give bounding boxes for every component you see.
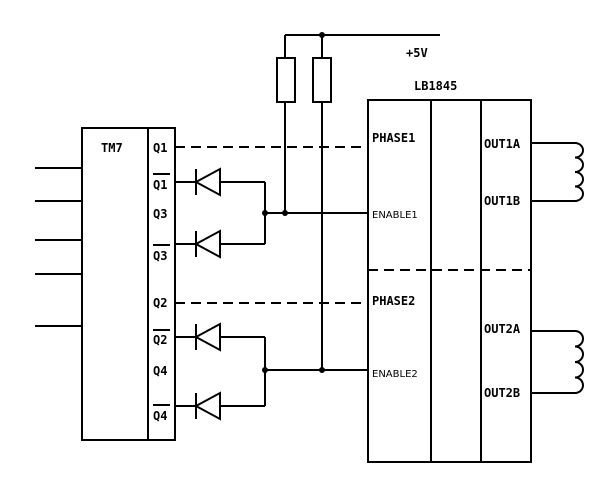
- tm7-chip: TM7: [35, 127, 176, 441]
- output-out1b: OUT1B: [484, 194, 520, 208]
- pin-q3-bar: Q3: [153, 249, 167, 263]
- supply-rail: +5V: [284, 32, 440, 60]
- output-out1a: OUT1A: [484, 137, 521, 151]
- lb1845-chip: LB1845 PHASE1 ENABLE1 PHASE2 ENABLE2 OUT…: [367, 79, 532, 463]
- pin-q2-bar: Q2: [153, 333, 167, 347]
- output-out2a: OUT2A: [484, 322, 521, 336]
- pin-q2: Q2: [153, 296, 167, 310]
- input-phase2: PHASE2: [372, 294, 415, 308]
- pin-q4: Q4: [153, 364, 167, 378]
- enable1-diode-network: [175, 167, 368, 259]
- enable2-diode-network: [175, 322, 368, 421]
- input-enable2: ENABLE2: [372, 369, 418, 380]
- motor-coil-2: [531, 330, 584, 394]
- input-phase1: PHASE1: [372, 131, 415, 145]
- supply-label: +5V: [406, 46, 428, 60]
- pin-q4-bar: Q4: [153, 409, 167, 423]
- tm7-pin-labels: Q1 Q1 Q3 Q3 Q2 Q2 Q4 Q4: [153, 141, 170, 423]
- output-out2b: OUT2B: [484, 386, 520, 400]
- pin-q3: Q3: [153, 207, 167, 221]
- lb1845-chip-label: LB1845: [414, 79, 457, 93]
- pin-q1-bar: Q1: [153, 178, 167, 192]
- pin-q1: Q1: [153, 141, 167, 155]
- tm7-chip-label: TM7: [101, 141, 123, 155]
- motor-coil-1: [531, 142, 584, 202]
- input-enable1: ENABLE1: [372, 210, 418, 221]
- pullup-resistor-1: [276, 57, 296, 213]
